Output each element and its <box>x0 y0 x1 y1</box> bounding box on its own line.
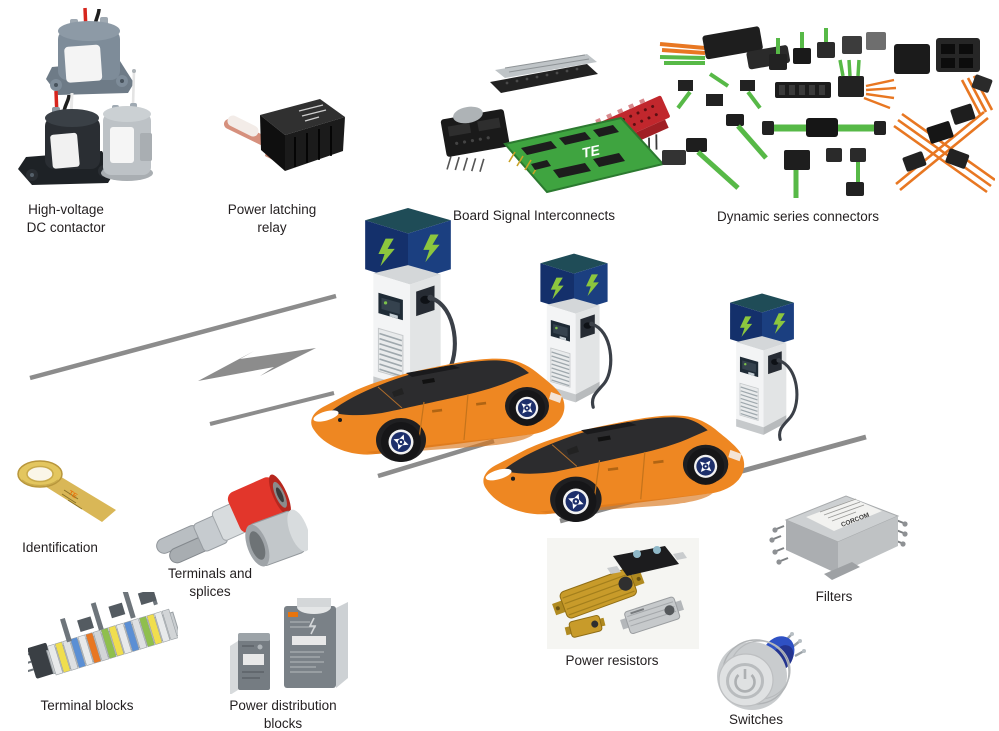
terminal-blocks-image <box>28 592 178 679</box>
terminals-and-splices-image <box>156 474 308 567</box>
power-latching-relay-image <box>224 99 345 171</box>
splice-barrel <box>245 509 308 567</box>
connector-cluster-left <box>659 26 791 190</box>
label-power-resistors: Power resistors <box>565 653 659 668</box>
label-identification: Identification <box>22 540 98 555</box>
power-distribution-blocks-image <box>230 598 348 694</box>
filters-image: CORCOM <box>769 495 908 580</box>
black-header-connector <box>440 106 510 172</box>
label-board-signal-interconnects: Board Signal Interconnects <box>452 208 616 223</box>
switches-image <box>717 632 806 710</box>
distribution-block-small <box>230 633 270 694</box>
silver-resistor <box>620 596 685 635</box>
label-power-latching-relay: Power latching relay <box>227 202 317 235</box>
contactor-light-gray <box>101 69 153 181</box>
charging-station <box>728 291 799 441</box>
electric-car <box>310 358 566 463</box>
gold-resistor-large <box>552 568 645 619</box>
road-lightning-flash <box>198 348 316 381</box>
label-high-voltage-dc-contactor: High-voltage DC contactor <box>26 202 106 235</box>
contactor-black <box>18 90 114 185</box>
label-filters: Filters <box>815 589 853 604</box>
black-power-module <box>607 546 687 576</box>
connector-cluster-middle <box>762 28 897 198</box>
label-terminals-and-splices: Terminals and splices <box>167 566 253 599</box>
label-terminal-blocks: Terminal blocks <box>40 698 134 713</box>
contactor-gray <box>46 7 134 95</box>
dynamic-series-connectors-image <box>659 26 995 198</box>
connector-cluster-right <box>893 38 995 194</box>
label-switches: Switches <box>728 712 784 727</box>
te-logo: TE <box>67 490 79 501</box>
identification-image: TE <box>17 460 116 522</box>
power-symbol-icon <box>734 669 756 693</box>
label-power-distribution-blocks: Power distribution blocks <box>229 698 337 731</box>
high-voltage-dc-contactor-image <box>18 7 153 185</box>
ring-terminal <box>156 474 291 564</box>
gold-resistor-small <box>564 614 606 638</box>
board-signal-interconnects-image: TE <box>440 54 670 194</box>
distribution-block-large <box>284 598 348 688</box>
label-dynamic-series-connectors: Dynamic series connectors <box>716 209 880 224</box>
power-resistors-image <box>547 538 699 649</box>
te-logo: TE <box>580 141 601 161</box>
